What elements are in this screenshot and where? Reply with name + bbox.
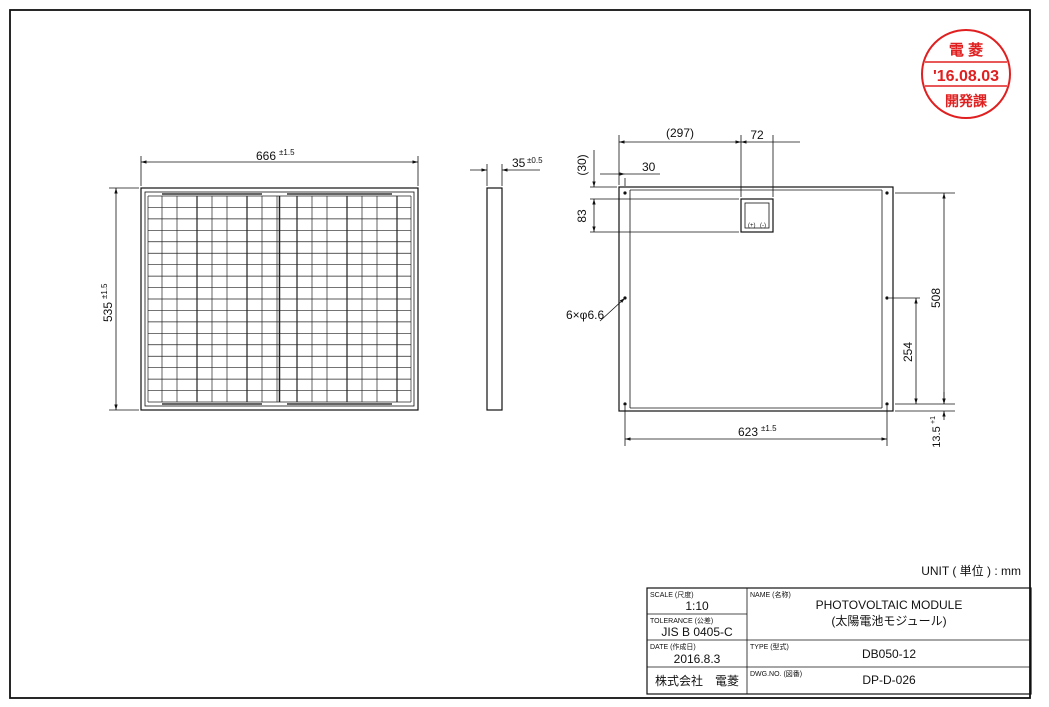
junction-box: (+) (-) <box>740 198 774 233</box>
junction-plus-label: (+) <box>748 223 756 229</box>
offset-30-vertical-label: (30) <box>575 154 589 175</box>
name-label: NAME (名称) <box>750 590 791 599</box>
front-height-tolerance: ±1.5 <box>100 283 109 299</box>
tolerance-value: JIS B 0405-C <box>661 625 733 639</box>
back-width-tolerance: ±1.5 <box>761 424 777 433</box>
side-thickness-value: 35 <box>512 156 526 170</box>
stamp-department: 開発課 <box>945 93 988 109</box>
holes-callout: 6×φ6.6 <box>566 308 604 322</box>
approval-stamp: 電 菱 '16.08.03 開発課 <box>921 29 1011 119</box>
front-height-value: 535 <box>101 302 115 322</box>
date-label: DATE (作成日) <box>650 642 696 651</box>
stamp-company: 電 菱 <box>949 41 983 59</box>
company-name: 株式会社 電菱 <box>655 673 739 688</box>
offset-297-label: (297) <box>666 126 694 140</box>
stamp-date: '16.08.03 <box>933 68 999 85</box>
front-width-value: 666 <box>256 149 276 163</box>
side-view: 35 ±0.5 <box>470 156 543 411</box>
junction-minus-label: (-) <box>760 223 766 229</box>
side-thickness-tolerance: ±0.5 <box>527 156 543 165</box>
box-height-83-label: 83 <box>575 209 589 223</box>
name-value-jp: (太陽電池モジュール) <box>831 613 946 628</box>
type-value: DB050-12 <box>862 647 916 661</box>
back-view: (+) (-) (297) 72 30 (30) 83 6×φ6.6 <box>566 126 955 448</box>
tolerance-label: TOLERANCE (公差) <box>650 616 713 625</box>
scale-value: 1:10 <box>685 599 709 613</box>
solar-cell-grid <box>147 193 412 405</box>
sheet-border <box>9 9 1031 699</box>
unit-label: UNIT ( 単位 ) : mm <box>921 563 1021 578</box>
title-block: SCALE (尺度) 1:10 TOLERANCE (公差) JIS B 040… <box>646 587 1032 695</box>
height-508-label: 508 <box>929 288 943 308</box>
mounting-holes <box>623 191 889 406</box>
mid-254-label: 254 <box>901 342 915 362</box>
name-value-en: PHOTOVOLTAIC MODULE <box>816 598 963 612</box>
bottom-13-5-label: 13.5 <box>931 426 943 447</box>
dwg-label: DWG.NO. (図番) <box>750 670 802 678</box>
bottom-13-5-tolerance: +1 <box>930 416 937 424</box>
dwg-value: DP-D-026 <box>862 673 916 687</box>
hole-inset-30-label: 30 <box>642 160 656 174</box>
scale-label: SCALE (尺度) <box>650 590 694 599</box>
box-width-72-label: 72 <box>750 128 764 142</box>
date-value: 2016.8.3 <box>674 652 721 666</box>
back-width-value: 623 <box>738 425 758 439</box>
front-width-tolerance: ±1.5 <box>279 148 295 157</box>
type-label: TYPE (型式) <box>750 642 789 651</box>
front-view: 666 ±1.5 535 ±1.5 <box>100 148 419 411</box>
